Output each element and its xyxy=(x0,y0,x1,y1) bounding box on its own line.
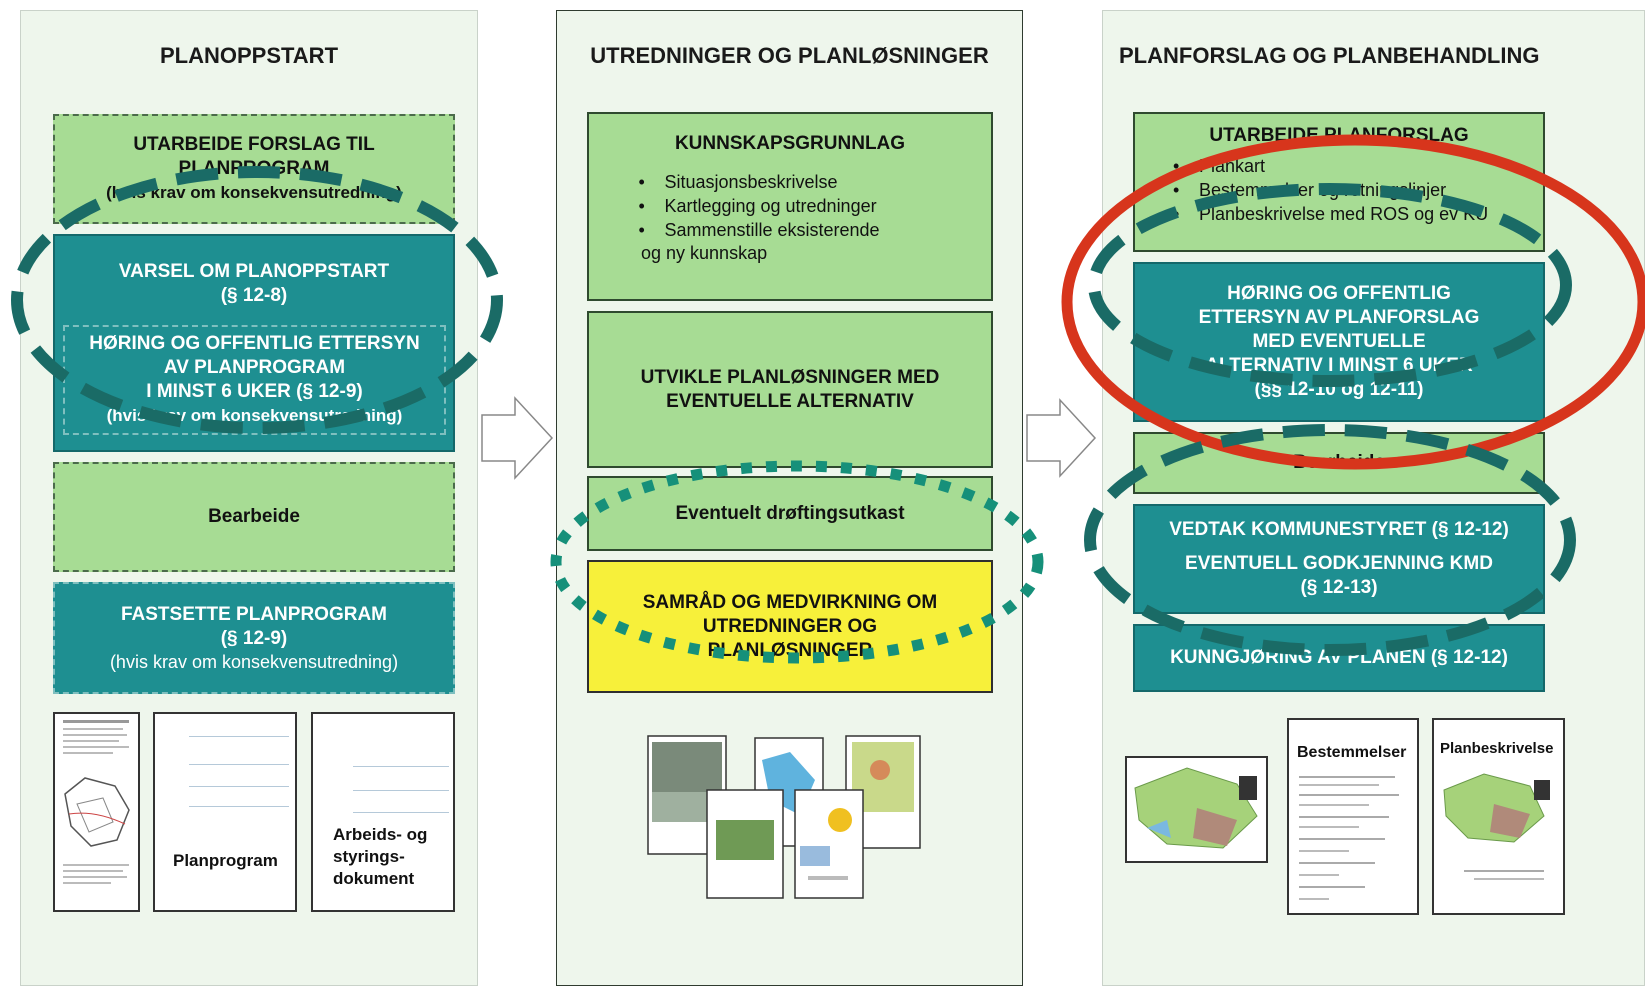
box-text: AV PLANPROGRAM xyxy=(163,357,346,378)
doc-bestemmelser: Bestemmelser xyxy=(1287,718,1419,915)
map-icon xyxy=(1134,767,1258,849)
list-item-continued: og ny kunnskap xyxy=(641,243,768,263)
box-text: VEDTAK KOMMUNESTYRET (§ 12-12) xyxy=(1169,519,1509,540)
box-text: PLANPROGRAM xyxy=(178,158,330,179)
box-text: UTREDNINGER OG xyxy=(702,615,878,637)
box-kunngjoring: KUNNGJØRING AV PLANEN (§ 12-12) xyxy=(1133,624,1545,692)
text-lines-icon xyxy=(1299,776,1399,900)
box-horing-planforslag: HØRING OG OFFENTLIG ETTERSYN AV PLANFORS… xyxy=(1133,262,1545,422)
map-icon xyxy=(1443,773,1550,880)
box-text: (hvis krav om konsekvensutredning) xyxy=(106,406,403,425)
doc-label: dokument xyxy=(333,869,415,888)
doc-label: Bestemmelser xyxy=(1297,744,1407,761)
box-text: (§ 12-9) xyxy=(220,627,288,649)
box-bearbeide-2: Bearbeide xyxy=(1133,432,1545,494)
panel-title: UTREDNINGER OG PLANLØSNINGER xyxy=(590,43,989,68)
box-text: KUNNGJØRING AV PLANEN (§ 12-12) xyxy=(1170,647,1508,668)
box-text: ALTERNATIV I MINST 6 UKER xyxy=(1205,355,1473,376)
box-samrad-medvirkning: SAMRÅD OG MEDVIRKNING OM UTREDNINGER OG … xyxy=(587,560,993,693)
box-text: Bearbeide xyxy=(1293,452,1385,473)
box-droftingsutkast: Eventuelt drøftingsutkast xyxy=(587,476,993,551)
doc-planbeskrivelse: Planbeskrivelse xyxy=(1432,718,1565,915)
doc-label: Planprogram xyxy=(173,851,278,870)
box-text: (§ 12-8) xyxy=(220,285,288,306)
box-text: EVENTUELLE ALTERNATIV xyxy=(666,390,914,412)
panel-title: PLANFORSLAG OG PLANBEHANDLING xyxy=(1119,43,1540,68)
box-text: Bearbeide xyxy=(208,506,300,527)
box-fastsette-planprogram: FASTSETTE PLANPROGRAM (§ 12-9) (hvis kra… xyxy=(53,582,455,694)
doc-planprogram: Planprogram xyxy=(153,712,297,912)
box-text: EVENTUELL GODKJENNING KMD xyxy=(1185,553,1493,574)
box-title: UTARBEIDE PLANFORSLAG xyxy=(1209,125,1469,146)
bullet-list: Plankart Bestemmelser og retningslinjer … xyxy=(1135,154,1488,226)
box-horing-planprogram: HØRING OG OFFENTLIG ETTERSYN AV PLANPROG… xyxy=(63,325,446,435)
doc-label: Arbeids- og xyxy=(333,825,428,844)
box-text: (§ 12-13) xyxy=(1300,577,1378,598)
box-text: HØRING OG OFFENTLIG ETTERSYN xyxy=(89,333,420,354)
doc-plankart-thumbnail xyxy=(1125,756,1268,863)
box-kunnskapsgrunnlag: KUNNSKAPSGRUNNLAG Situasjonsbeskrivelse … xyxy=(587,112,993,301)
box-vedtak-godkjenning: VEDTAK KOMMUNESTYRET (§ 12-12) EVENTUELL… xyxy=(1133,504,1545,614)
doc-map-thumbnail xyxy=(53,712,140,912)
list-item: Sammenstille eksisterende xyxy=(638,218,879,242)
box-text: UTVIKLE PLANLØSNINGER MED xyxy=(640,366,940,388)
box-text: VARSEL OM PLANOPPSTART xyxy=(118,261,390,282)
list-item: Plankart xyxy=(1173,154,1488,178)
box-text: UTARBEIDE FORSLAG TIL xyxy=(133,134,375,155)
box-text: ETTERSYN AV PLANFORSLAG xyxy=(1198,307,1480,328)
doc-label: styrings- xyxy=(333,847,405,866)
box-bearbeide-1: Bearbeide xyxy=(53,462,455,572)
box-text: HØRING OG OFFENTLIG xyxy=(1227,283,1451,304)
box-utarbeide-planprogram: UTARBEIDE FORSLAG TIL PLANPROGRAM (hvis … xyxy=(53,114,455,224)
box-text: I MINST 6 UKER (§ 12-9) xyxy=(146,381,363,402)
box-text: Eventuelt drøftingsutkast xyxy=(675,502,905,524)
list-item: Situasjonsbeskrivelse xyxy=(638,170,879,194)
box-utvikle-planlosninger: UTVIKLE PLANLØSNINGER MED EVENTUELLE ALT… xyxy=(587,311,993,468)
box-text: (hvis krav om konsekvensutredning) xyxy=(106,183,402,202)
box-title: KUNNSKAPSGRUNNLAG xyxy=(674,133,906,154)
box-text: FASTSETTE PLANPROGRAM xyxy=(120,603,387,625)
doc-arbeids-styrings: Arbeids- og styrings- dokument xyxy=(311,712,455,912)
box-text: SAMRÅD OG MEDVIRKNING OM xyxy=(642,591,938,613)
box-text: PLANLØSNINGER xyxy=(707,639,873,661)
list-item: Planbeskrivelse med ROS og ev KU xyxy=(1173,202,1488,226)
list-item: Kartlegging og utredninger xyxy=(638,194,879,218)
map-sketch-icon xyxy=(63,720,130,884)
bullet-list: Situasjonsbeskrivelse Kartlegging og utr… xyxy=(638,170,879,242)
box-text: MED EVENTUELLE xyxy=(1252,331,1426,352)
box-text: (hvis krav om konsekvensutredning) xyxy=(109,651,399,672)
panel-title: PLANOPPSTART xyxy=(159,43,339,68)
list-item: Bestemmelser og retningslinjer xyxy=(1173,178,1488,202)
box-text: (§§ 12-10 og 12-11) xyxy=(1254,379,1424,400)
doc-label: Planbeskrivelse xyxy=(1440,740,1554,757)
box-utarbeide-planforslag: UTARBEIDE PLANFORSLAG Plankart Bestemmel… xyxy=(1133,112,1545,252)
